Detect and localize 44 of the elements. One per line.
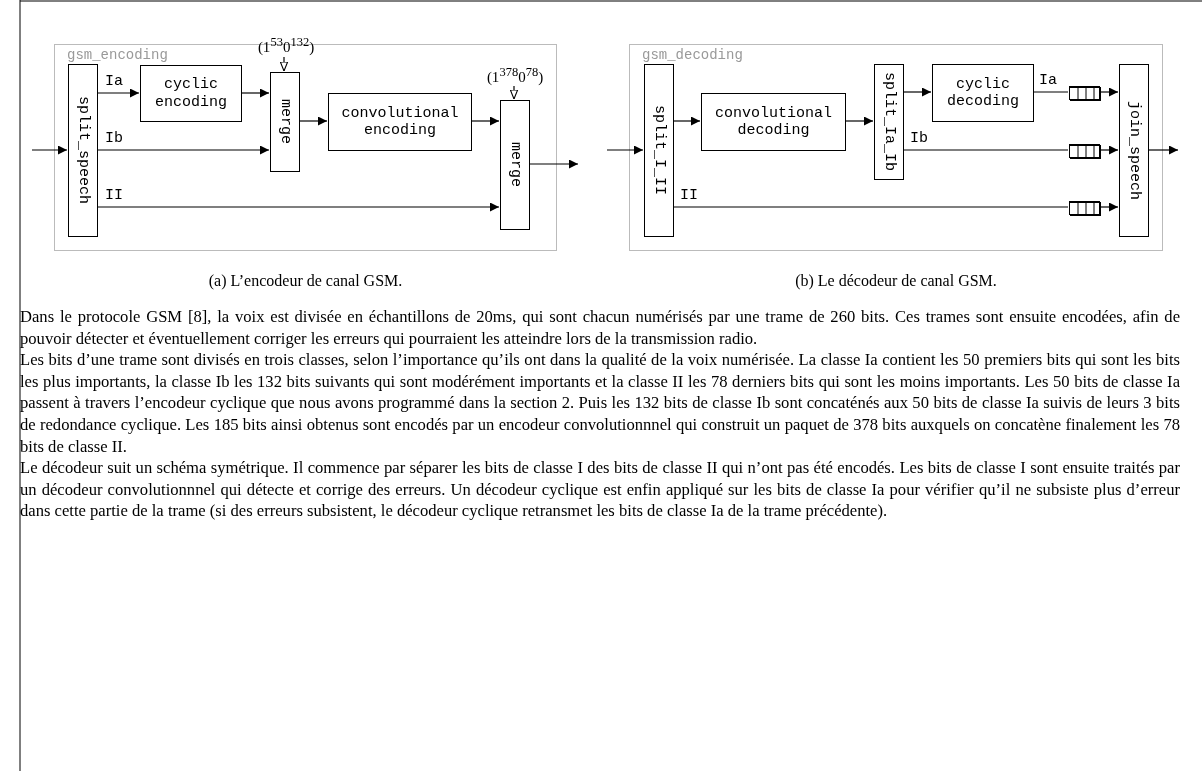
- arrow: [606, 145, 644, 155]
- arrow: [902, 87, 932, 97]
- arrow: [1098, 145, 1119, 155]
- arrow: [844, 116, 874, 126]
- process-bar: merge: [270, 72, 300, 172]
- arrow: [1147, 145, 1179, 155]
- process-box: convolutional decoding: [701, 93, 846, 151]
- annotation-text: (1$^{378}$0$^{78}$): [477, 65, 553, 85]
- process-bar: split_Ia_Ib: [874, 64, 904, 180]
- arrow: [240, 88, 270, 98]
- module-title: gsm_decoding: [642, 47, 743, 63]
- arrow: [279, 56, 289, 72]
- figure-caption: (b) Le décodeur de canal GSM.: [794, 272, 998, 290]
- arrow: [672, 116, 701, 126]
- body-paragraph: Dans le protocole GSM [8], la voix est divisée en échantillons de 20ms, qui sont chacun numérisés par une trame de 260 bits. Ces trames sont ensuite encodées, afin de pouvoir détecter et éventuellement corriger les erreurs qui pourraient les atteindre lors de la transmission radio.: [20, 306, 1180, 350]
- arrow: [31, 145, 68, 155]
- arrow: [96, 202, 500, 212]
- arrow: [528, 159, 579, 169]
- arrow: [96, 145, 270, 155]
- process-box: convolutional encoding: [328, 93, 472, 151]
- queue-symbol: [1069, 86, 1100, 100]
- arrow: [1098, 202, 1119, 212]
- arrow: [1098, 87, 1119, 97]
- arrow: [470, 116, 500, 126]
- process-bar: split_I_II: [644, 64, 674, 237]
- module-panel: [629, 44, 1163, 251]
- process-bar: merge: [500, 100, 530, 230]
- process-bar: split_speech: [68, 64, 98, 237]
- figure-caption: (a) L’encodeur de canal GSM.: [207, 272, 404, 290]
- arrow: [509, 85, 519, 100]
- connector-line: [902, 149, 1069, 151]
- connector-line: [1032, 91, 1069, 93]
- body-paragraph: Le décodeur suit un schéma symétrique. Il commence par séparer les bits de classe I des bits de classe II qui n’ont pas été encodés. Les bits de classe I sont ensuite traités par un décodeur convolutionnnel qui détecte et corrige des erreurs. Un décodeur cyclique est enfin appliqué sur les bits de classe Ia pour vérifier qu’il ne subsiste plus d’erreur dans cette partie de la trame (si des erreurs subsistent, le décodeur cyclique retransmet les bits de classe Ia de la trame précédente).: [20, 457, 1180, 522]
- arrow: [298, 116, 328, 126]
- arrow: [96, 88, 140, 98]
- module-title: gsm_encoding: [67, 47, 168, 63]
- queue-symbol: [1069, 144, 1100, 158]
- connector-line: [672, 206, 1069, 208]
- process-box: cyclic decoding: [932, 64, 1034, 122]
- queue-symbol: [1069, 201, 1100, 215]
- process-bar: join_speech: [1119, 64, 1149, 237]
- process-box: cyclic encoding: [140, 65, 242, 122]
- annotation-text: (1$^{53}$0$^{132}$): [256, 35, 316, 55]
- body-paragraph: Les bits d’une trame sont divisés en trois classes, selon l’importance qu’ils ont dans la qualité de la voix numérisée. La classe Ia contient les 50 premiers bits qui sont les bits les plus importants, la classe Ib les 132 bits suivants qui sont modérément importants et la classe II les 78 derniers bits qui sont les moins importants. Les 50 bits de classe Ia passent à travers l’encodeur cyclique que nous avons programmé dans la section 2. Puis les 132 bits de classe Ib sont concaténés aux 50 bits de classe Ia suivis de leurs 3 bits de redondance cyclique. Les 185 bits ainsi obtenus sont encodés par un encodeur convolutionnnel qui construit un paquet de 378 bits auxquels on concatène finalement les 78 bits de classe II.: [20, 349, 1180, 458]
